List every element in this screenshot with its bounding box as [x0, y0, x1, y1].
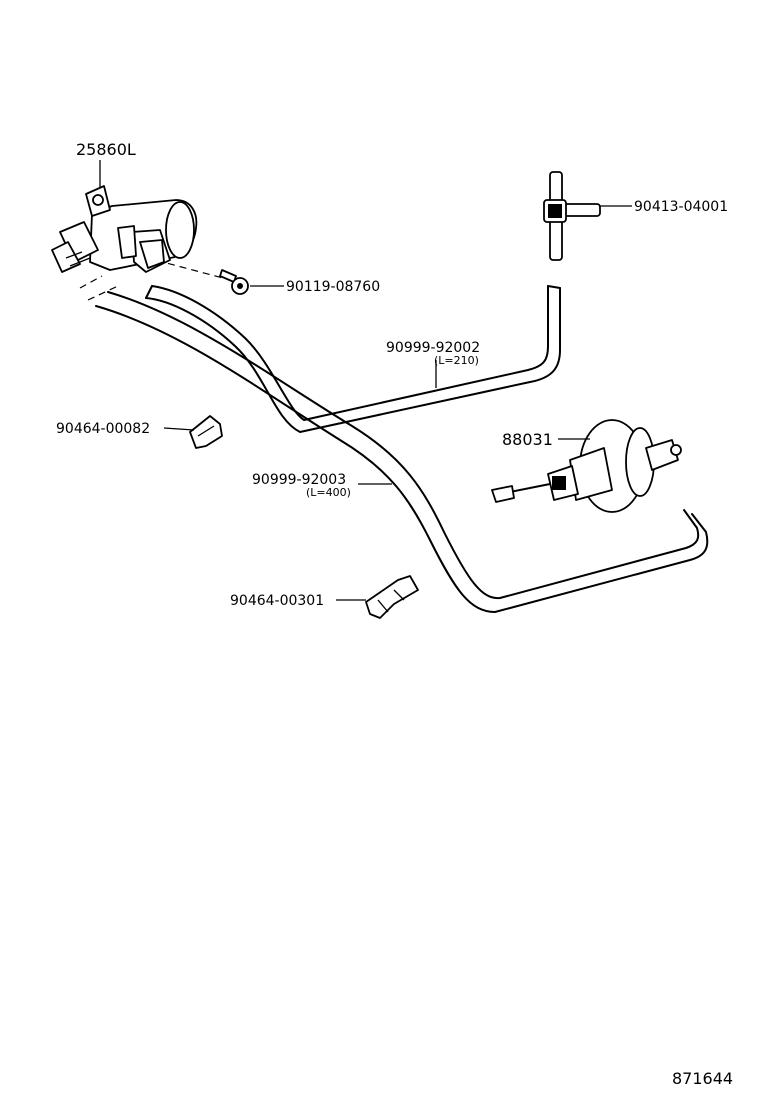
- actuator-part-number: 88031: [502, 430, 553, 449]
- hose-short-90999-92002[interactable]: [145, 285, 561, 433]
- hose-long-length: (L=400): [306, 486, 351, 499]
- hose-relation-line: [87, 285, 119, 301]
- tee-part-number: 90413-04001: [634, 199, 728, 215]
- vsv-valve-drawing[interactable]: [51, 185, 198, 273]
- hose-short-length: (L=210): [434, 354, 479, 367]
- hose-long-90999-92003[interactable]: [95, 291, 709, 613]
- clip-a-drawing[interactable]: [189, 415, 223, 449]
- hose-long-part-number: 90999-92003: [252, 472, 346, 488]
- clip-b-drawing[interactable]: [365, 575, 419, 619]
- clip-b-part-number: 90464-00301: [230, 593, 324, 609]
- hose-short-part-number: 90999-92002: [386, 340, 480, 356]
- bolt-drawing[interactable]: [219, 269, 249, 295]
- bolt-relation-line: [109, 247, 239, 283]
- bolt-part-number: 90119-08760: [286, 279, 380, 295]
- hose-relation-line-2: [79, 275, 103, 289]
- vsv-part-number: 25860L: [76, 140, 136, 159]
- clip-a-leader-line: [163, 427, 195, 431]
- actuator-drawing[interactable]: [491, 419, 682, 513]
- clip-a-part-number: 90464-00082: [56, 421, 150, 437]
- diagram-id: 871644: [672, 1069, 733, 1088]
- tee-fitting-drawing[interactable]: [543, 171, 601, 261]
